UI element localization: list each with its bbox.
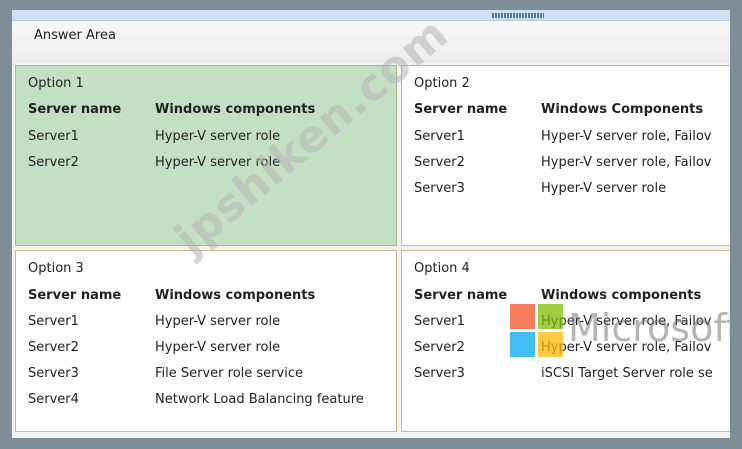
cell-component: Network Load Balancing feature [155,392,364,407]
option-3-box[interactable]: Option 3 Server name Windows components … [15,250,397,432]
cell-server: Server2 [414,155,465,170]
logo-square-red [510,304,535,329]
option-2-box[interactable]: Option 2 Server name Windows Components … [401,65,730,246]
header-windows-components: Windows components [155,102,316,117]
header-server-name: Server name [28,288,122,303]
header-server-name: Server name [414,102,508,117]
logo-square-blue [510,332,535,357]
cell-server: Server2 [28,340,79,355]
option-title: Option 1 [28,76,84,91]
answer-area-title: Answer Area [34,28,116,43]
microsoft-logo-icon [510,304,564,358]
header-windows-components: Windows components [541,288,702,303]
cell-server: Server1 [414,314,465,329]
cell-server: Server3 [414,366,465,381]
microsoft-wordmark: Microsoft [568,306,730,350]
cell-server: Server1 [28,129,79,144]
cell-server: Server4 [28,392,79,407]
option-1-box[interactable]: Option 1 Server name Windows components … [15,65,397,246]
cell-component: iSCSI Target Server role se [541,366,713,381]
cell-component: Hyper-V server role [155,314,281,329]
header-server-name: Server name [414,288,508,303]
cell-server: Server1 [28,314,79,329]
option-4-box[interactable]: Option 4 Server name Windows components … [401,250,730,432]
cell-component: Hyper-V server role, Failov [541,340,712,355]
cell-component: Hyper-V server role [541,181,667,196]
cell-component: Hyper-V server role [155,155,281,170]
top-bar [12,10,730,21]
cell-component: Hyper-V server role [155,340,281,355]
answer-area-window: Answer Area Option 1 Server name Windows… [12,10,730,438]
option-title: Option 3 [28,261,84,276]
option-title: Option 4 [414,261,470,276]
logo-square-yellow [538,332,563,357]
option-title: Option 2 [414,76,470,91]
cell-component: Hyper-V server role, Failov [541,129,712,144]
cell-component: File Server role service [155,366,303,381]
answer-area-header [12,21,730,63]
header-windows-components: Windows components [155,288,316,303]
cell-server: Server2 [28,155,79,170]
header-windows-components: Windows Components [541,102,704,117]
cell-server: Server2 [414,340,465,355]
cell-component: Hyper-V server role [155,129,281,144]
resize-grip[interactable] [492,13,544,18]
cell-component: Hyper-V server role, Failov [541,155,712,170]
cell-component: Hyper-V server role, Failov [541,314,712,329]
logo-square-green [538,304,563,329]
cell-server: Server3 [414,181,465,196]
cell-server: Server3 [28,366,79,381]
cell-server: Server1 [414,129,465,144]
header-server-name: Server name [28,102,122,117]
